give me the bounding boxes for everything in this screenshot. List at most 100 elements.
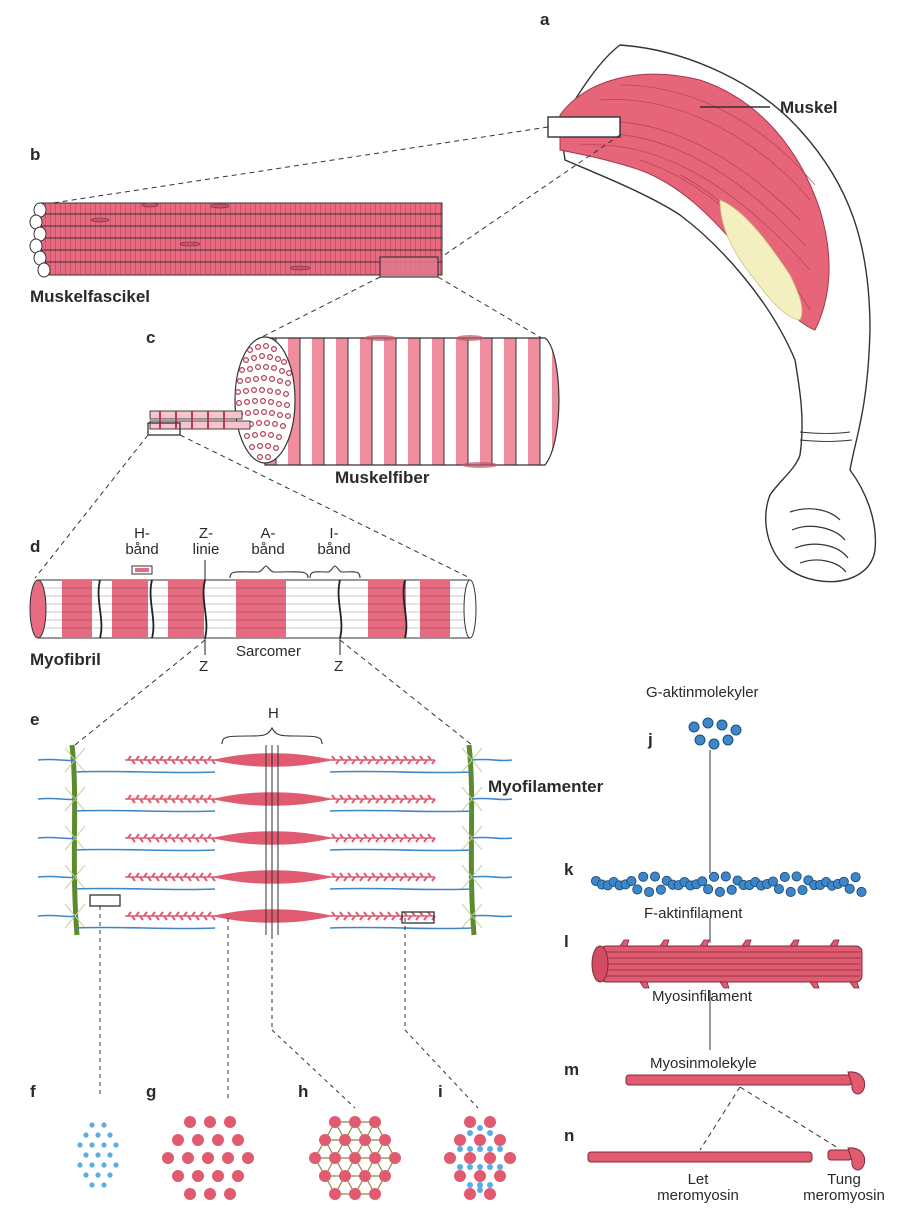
label-let-meromyosin: Let meromyosin	[648, 1172, 748, 1204]
myosin-dot	[369, 1188, 381, 1200]
myosin-head	[411, 794, 416, 800]
myosin-head	[387, 755, 392, 761]
myosin-head	[375, 798, 380, 804]
myosin-dot	[232, 1134, 244, 1146]
label-g-aktin: G-aktinmolekyler	[646, 684, 759, 701]
label-sarcomer: Sarcomer	[236, 643, 302, 660]
myosin-head	[395, 833, 400, 839]
i-band-bracket	[309, 565, 361, 579]
label-a-band-line1: A-	[260, 525, 276, 542]
g-actin-molecule	[716, 719, 728, 731]
myosin-head	[155, 837, 160, 843]
myosin-head	[403, 755, 408, 761]
f-actin-bead	[649, 871, 661, 882]
label-tung-meromyosin: Tung meromyosin	[796, 1172, 892, 1204]
myosin-head	[207, 872, 212, 878]
myosin-head	[415, 837, 420, 843]
myosin-head	[335, 837, 340, 843]
myosin-head	[339, 872, 344, 878]
myosin-head	[375, 876, 380, 882]
myosin-dot	[369, 1152, 381, 1164]
actin-dot	[467, 1146, 473, 1152]
myosin-dot	[444, 1152, 456, 1164]
myosin-head	[347, 911, 352, 917]
actin-dot	[89, 1142, 95, 1148]
myosin-head	[139, 759, 144, 765]
myosin-head	[407, 837, 412, 843]
myosin-dot	[359, 1170, 371, 1182]
zoom-lines-ab	[39, 126, 621, 259]
myosin-head	[415, 915, 420, 921]
myosin-head	[187, 876, 192, 882]
myosin-head	[339, 755, 344, 761]
myosin-head	[159, 833, 164, 839]
myosin-head	[427, 755, 432, 761]
myosin-head	[187, 798, 192, 804]
myosin-dot	[192, 1170, 204, 1182]
actin-dot	[487, 1164, 493, 1170]
myosin-head	[335, 759, 340, 765]
myosin-head	[143, 794, 148, 800]
label-muskelfascikel: Muskelfascikel	[30, 287, 151, 306]
myosin-head	[391, 798, 396, 804]
myosin-head	[139, 837, 144, 843]
myosin-head	[379, 755, 384, 761]
f-actin-bead	[844, 883, 855, 894]
letter-k: k	[564, 860, 574, 879]
actin-dot	[107, 1132, 113, 1138]
actin-filament	[471, 758, 513, 762]
myosin-head	[163, 837, 168, 843]
myosin-head	[331, 911, 336, 917]
myosin-head	[131, 798, 136, 804]
myosin-head	[395, 872, 400, 878]
actin-dot	[457, 1146, 463, 1152]
myosin-head	[211, 798, 216, 804]
actin-dot	[101, 1142, 107, 1148]
myosin-head	[423, 876, 428, 882]
myosin-head	[359, 798, 364, 804]
myosin-dot	[484, 1152, 496, 1164]
f-actin-bead	[638, 871, 649, 882]
myosin-head	[427, 872, 432, 878]
myosin-head	[183, 872, 188, 878]
actin-filament	[329, 770, 473, 774]
myosin-head	[403, 833, 408, 839]
myosin-dot	[202, 1152, 214, 1164]
myosin-head	[343, 759, 348, 765]
myosin-head	[171, 915, 176, 921]
myosin-dot	[309, 1152, 321, 1164]
letter-i: i	[438, 1082, 443, 1101]
myosin-head	[179, 798, 184, 804]
myosin-head	[167, 833, 172, 839]
actin-filament	[37, 836, 76, 840]
myosin-head	[355, 794, 360, 800]
fiber-cross-section	[235, 343, 293, 461]
myosin-filament	[125, 870, 435, 884]
myosin-head	[127, 872, 132, 878]
myosin-dot	[349, 1116, 361, 1128]
myosin-head	[179, 759, 184, 765]
myosin-head	[183, 794, 188, 800]
letter-e: e	[30, 710, 40, 729]
myosin-head	[423, 798, 428, 804]
myosin-dot	[232, 1170, 244, 1182]
myosin-dot	[319, 1170, 331, 1182]
myosin-head	[143, 833, 148, 839]
actin-filament	[74, 887, 216, 891]
myosin-head	[411, 872, 416, 878]
myosin-head	[211, 837, 216, 843]
actin-dot	[487, 1182, 493, 1188]
myosin-head	[395, 755, 400, 761]
zoom-lines-bc	[259, 276, 546, 341]
myosin-dot	[319, 1134, 331, 1146]
label-i-band: I- bånd	[312, 526, 356, 558]
label-h-band-line1: H-	[134, 525, 150, 542]
myosin-head	[343, 915, 348, 921]
label-myosinfilament: Myosinfilament	[652, 988, 753, 1005]
zoom-lines-de	[74, 639, 473, 746]
fascicle-illustration	[29, 202, 443, 278]
myosin-head	[355, 911, 360, 917]
actin-dot	[497, 1146, 503, 1152]
myosin-head	[171, 798, 176, 804]
